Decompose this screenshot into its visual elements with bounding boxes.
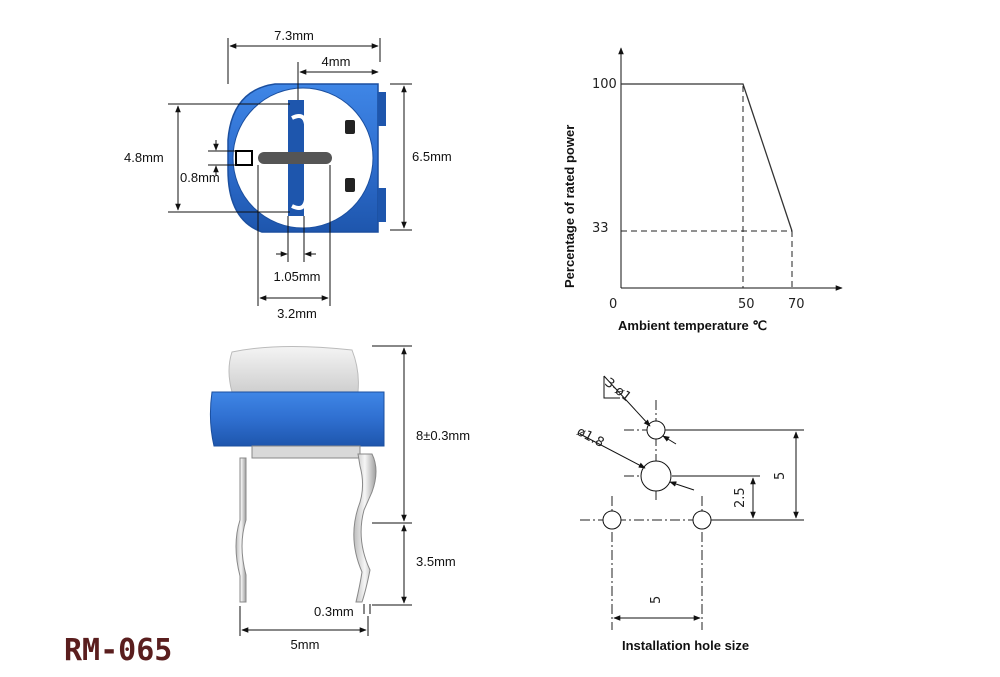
- x-tick-0: 0: [609, 297, 617, 312]
- dim-0-3: 0.3mm: [314, 604, 354, 619]
- dim-vert-5: 5: [773, 472, 788, 480]
- pin-left: [235, 457, 247, 603]
- derating-chart: 100 33 0 50 70 Percentage of rated power…: [562, 47, 843, 333]
- y-tick-33: 33: [592, 221, 609, 236]
- dim-3-5: 3.5mm: [416, 554, 456, 569]
- side-tab-upper: [378, 92, 386, 126]
- derating-curve: [621, 83, 793, 232]
- side-tab-lower: [378, 188, 386, 222]
- top-view: 7.3mm 4mm 6.5mm 4.8mm 0.8mm 1.05mm 3.2mm: [124, 28, 452, 321]
- wiper-pin-square: [235, 150, 253, 166]
- base-plate: [251, 445, 361, 459]
- side-view: 8±0.3mm 3.5mm 0.3mm 5mm: [209, 345, 470, 652]
- dim-4-8: 4.8mm: [124, 150, 164, 165]
- contact-upper: [345, 120, 355, 134]
- x-axis-label: Ambient temperature ℃: [618, 318, 767, 333]
- dim-horiz-5: 5: [649, 596, 664, 604]
- dim-4: 4mm: [322, 54, 351, 69]
- dim-1-05: 1.05mm: [274, 269, 321, 284]
- hole-bottom-left: [602, 510, 622, 530]
- hole-top: [646, 420, 666, 440]
- hole-dia-small: 3-ø1: [602, 375, 634, 405]
- x-tick-70: 70: [788, 297, 805, 312]
- dim-height: 6.5mm: [412, 149, 452, 164]
- x-tick-50: 50: [738, 297, 755, 312]
- hole-layout: 3-ø1 ø1.8 5 2.5 5 Installation hole size: [574, 375, 804, 653]
- pin-right: [353, 453, 377, 603]
- model-label: RM-065: [64, 633, 172, 668]
- hole-bottom-right: [692, 510, 712, 530]
- hole-dia-large: ø1.8: [574, 424, 606, 451]
- dim-width: 7.3mm: [274, 28, 314, 43]
- y-axis-label: Percentage of rated power: [562, 125, 577, 288]
- contact-lower: [345, 178, 355, 192]
- hole-layout-title: Installation hole size: [622, 638, 749, 653]
- wiper-shaft: [258, 152, 332, 164]
- knob-cap: [228, 345, 359, 393]
- dim-0-8: 0.8mm: [180, 170, 220, 185]
- y-tick-100: 100: [592, 77, 617, 92]
- trimmer-body-side: [209, 391, 385, 447]
- dim-3-2: 3.2mm: [277, 306, 317, 321]
- hole-center-large: [640, 460, 672, 492]
- dim-vert-2-5: 2.5: [733, 487, 748, 508]
- dim-5mm: 5mm: [291, 637, 320, 652]
- dim-8: 8±0.3mm: [416, 428, 470, 443]
